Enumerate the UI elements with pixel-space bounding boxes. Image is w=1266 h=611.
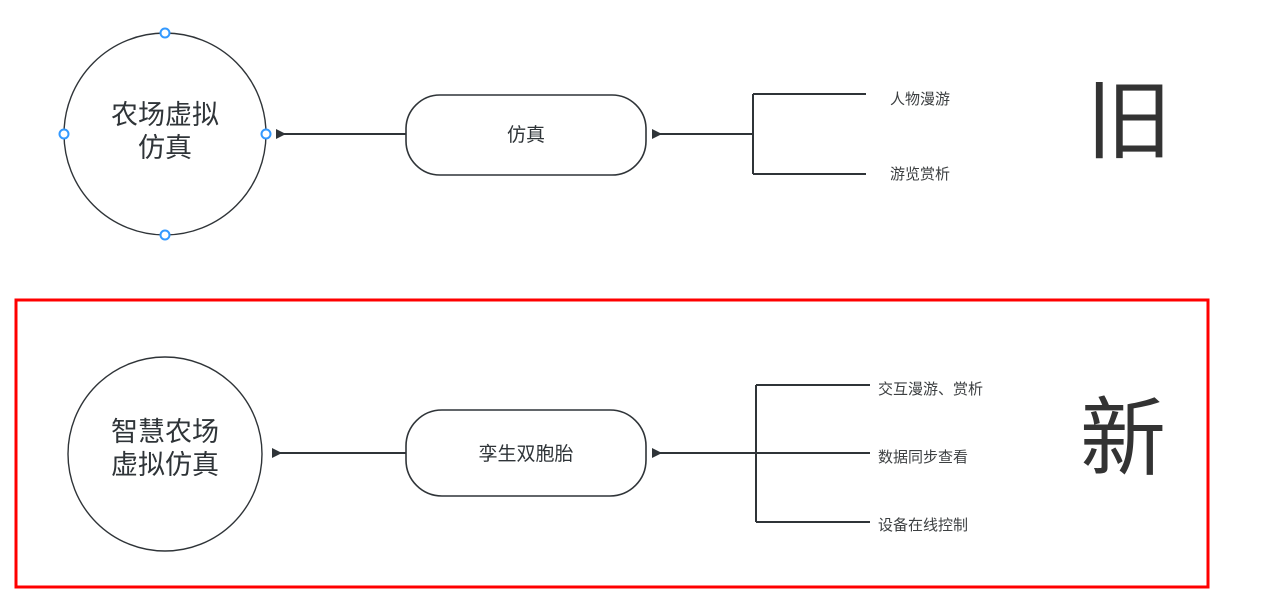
old-branch-label-1: 人物漫游 bbox=[890, 90, 951, 108]
old-section-group bbox=[58, 27, 866, 241]
old-branch-label-2: 游览赏析 bbox=[890, 165, 951, 183]
new-branch-label-1: 交互漫游、赏析 bbox=[878, 380, 984, 398]
selection-handle-left[interactable] bbox=[58, 128, 70, 140]
era-label-new: 新 bbox=[1080, 389, 1166, 489]
new-circle-node[interactable] bbox=[67, 356, 263, 552]
new-branch-label-3: 设备在线控制 bbox=[878, 516, 969, 534]
selection-handle-bottom[interactable] bbox=[159, 229, 171, 241]
selection-handle-top[interactable] bbox=[159, 27, 171, 39]
new-branch-label-2: 数据同步查看 bbox=[878, 448, 969, 466]
new-section-highlight-box bbox=[14, 298, 1210, 589]
selection-handle-right[interactable] bbox=[260, 128, 272, 140]
era-label-old: 旧 bbox=[1086, 72, 1172, 172]
old-pill-node[interactable] bbox=[405, 94, 647, 176]
old-circle-node[interactable] bbox=[63, 32, 267, 236]
new-section-group bbox=[67, 356, 870, 552]
new-pill-node[interactable] bbox=[405, 409, 647, 497]
